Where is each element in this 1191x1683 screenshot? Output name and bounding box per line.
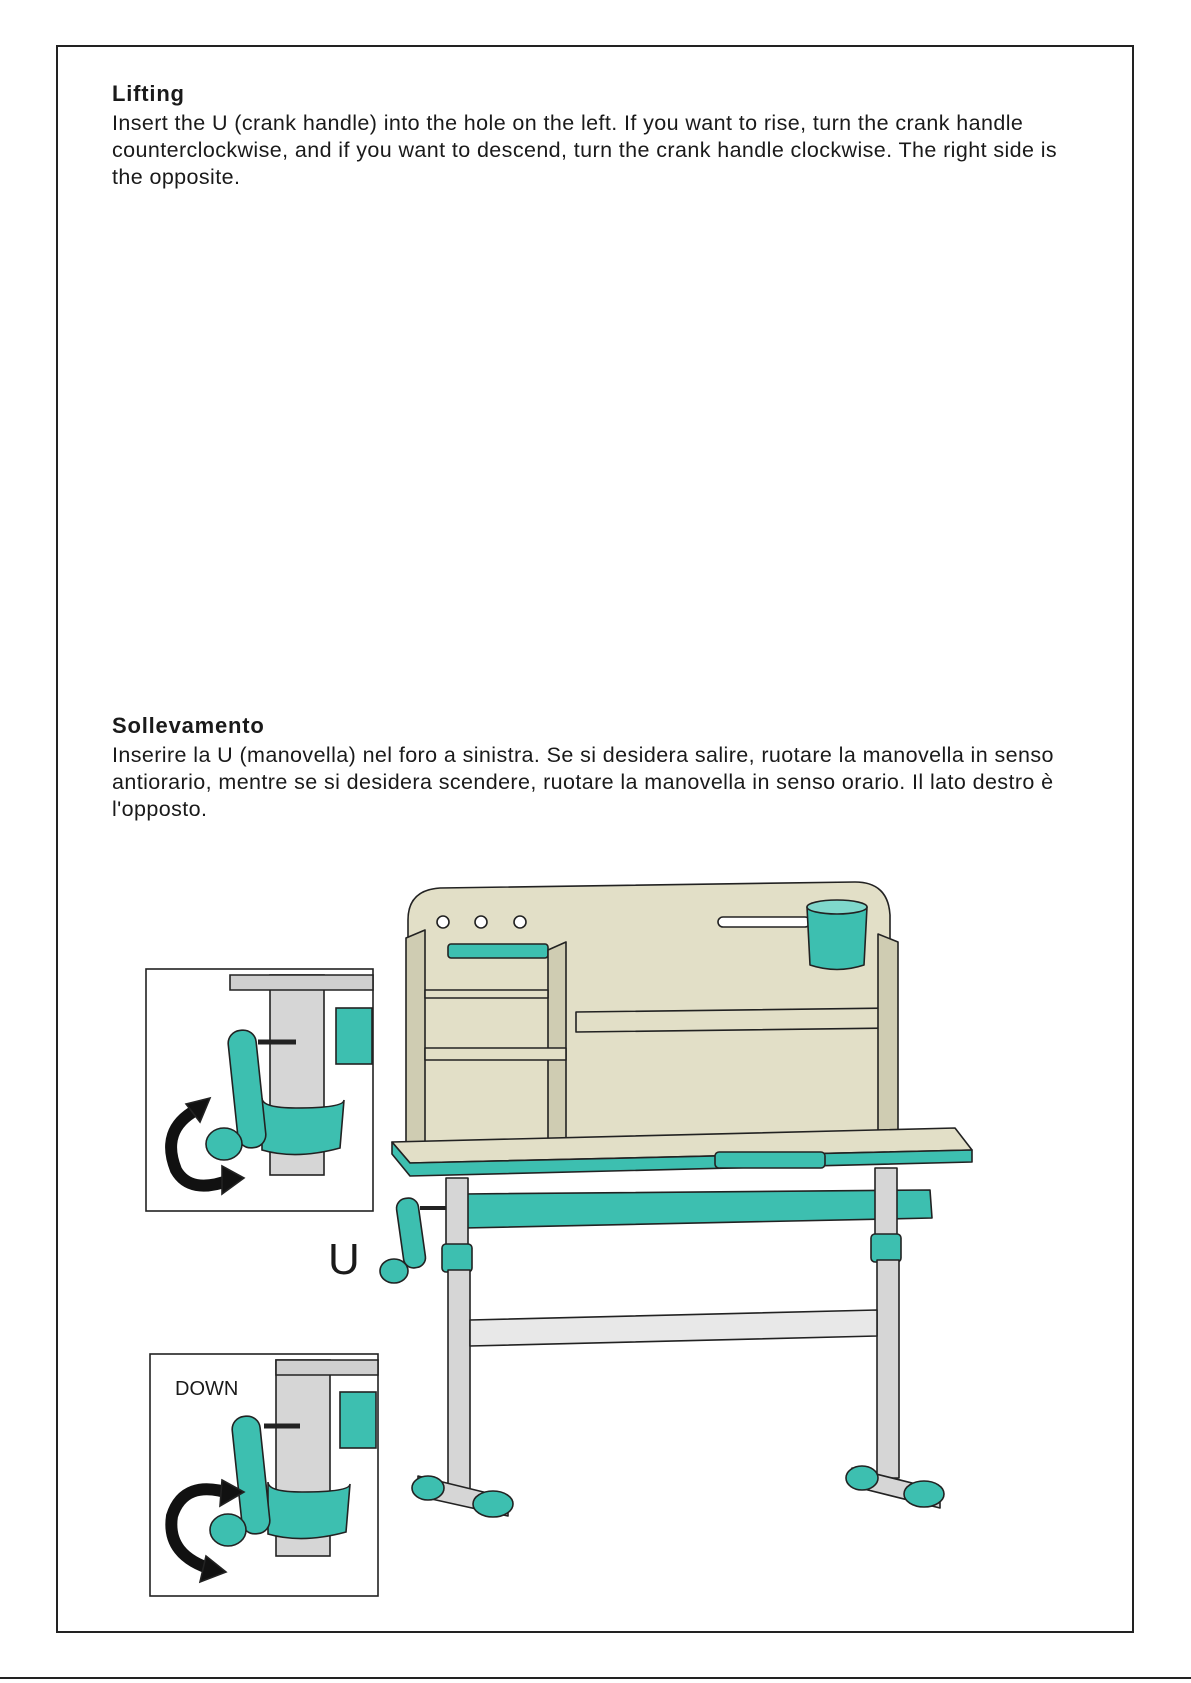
- shelf-clip: [447, 943, 549, 959]
- page-bottom-rule: [0, 1677, 1191, 1679]
- sollevamento-section: Sollevamento Inserire la U (manovella) n…: [112, 712, 1072, 823]
- pen-holder: [806, 906, 868, 971]
- right-foot-cap: [903, 1480, 945, 1508]
- desk-top-edge: [391, 1141, 973, 1177]
- rotate-counterclockwise-icon: [165, 1104, 233, 1192]
- shelf-board-right: [575, 1007, 897, 1033]
- right-leg-collar: [870, 1233, 902, 1263]
- lifting-section: Lifting Insert the U (crank handle) into…: [112, 80, 1072, 191]
- detail-box-down: [149, 1353, 379, 1597]
- desk-drawer: [461, 1189, 933, 1229]
- shelf-board: [424, 989, 549, 999]
- shelf-divider: [547, 941, 567, 1151]
- right-foot-cap: [845, 1465, 879, 1491]
- desk-crossbar: [469, 1309, 878, 1347]
- board-hole: [474, 915, 488, 929]
- lifting-instructions: Insert the U (crank handle) into the hol…: [112, 111, 1058, 189]
- shelf-right-side: [877, 933, 899, 1146]
- crank-handle: [395, 1197, 427, 1269]
- left-foot-cap: [472, 1490, 514, 1518]
- board-hole: [513, 915, 527, 929]
- left-leg-upper: [445, 1177, 469, 1249]
- left-leg-collar: [441, 1243, 473, 1273]
- board-hole: [436, 915, 450, 929]
- sollevamento-instructions: Inserire la U (manovella) nel foro a sin…: [112, 743, 1054, 821]
- left-leg-lower: [447, 1269, 471, 1491]
- sollevamento-heading: Sollevamento: [112, 713, 265, 738]
- left-foot-cap: [411, 1475, 445, 1501]
- right-leg-lower: [876, 1259, 900, 1479]
- page-border: [56, 45, 1134, 1633]
- right-leg-upper: [874, 1167, 898, 1239]
- down-label: DOWN: [175, 1378, 239, 1400]
- crank-part-label: U: [328, 1235, 360, 1284]
- board-slot: [717, 916, 811, 928]
- shelf-board: [424, 1047, 567, 1061]
- desk-handle: [714, 1151, 826, 1169]
- detail-box-up: [145, 968, 374, 1212]
- shelf-left-side: [405, 929, 426, 1151]
- rotate-clockwise-icon: [165, 1483, 234, 1576]
- lifting-heading: Lifting: [112, 81, 185, 106]
- crank-knob: [379, 1258, 409, 1284]
